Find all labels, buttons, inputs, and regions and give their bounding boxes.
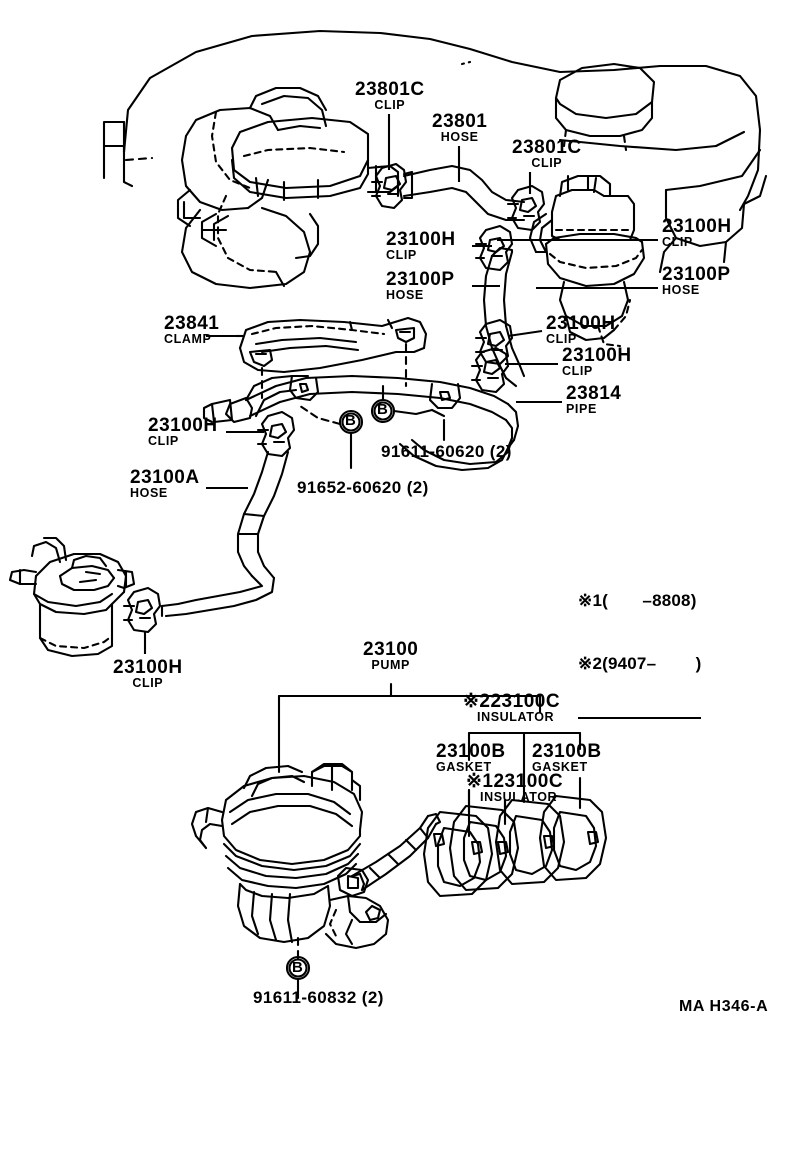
label-clip-23100h-filter: 23100H CLIP xyxy=(113,658,183,690)
part-name: CLIP xyxy=(132,676,164,690)
bolt-code-91611-60620: 91611-60620 (2) xyxy=(381,442,512,461)
part-name: CLIP xyxy=(562,364,593,378)
part-name: CLIP xyxy=(148,434,179,448)
label-clip-23801c-right: 23801C CLIP xyxy=(512,138,582,170)
part-name: GASKET xyxy=(436,760,492,774)
note-line-2: ※2(9407– ) xyxy=(578,654,702,673)
part-number: 23100H xyxy=(113,657,183,678)
label-gasket-left: 23100B GASKET xyxy=(436,742,506,774)
part-name: CLIP xyxy=(374,98,406,112)
part-number: 23100H xyxy=(562,345,632,366)
part-name: CLIP xyxy=(386,248,417,262)
part-name: GASKET xyxy=(532,760,588,774)
part-name: CLIP xyxy=(531,156,563,170)
part-number: ※223100C xyxy=(463,691,561,712)
part-number: 23801C xyxy=(355,79,425,100)
bolt-marker-letter: B xyxy=(292,959,304,976)
part-number: 23100H xyxy=(546,313,616,334)
label-hose-23100p-left: 23100P HOSE xyxy=(386,270,455,302)
label-clip-23100h-mid2: 23100H CLIP xyxy=(562,346,632,378)
part-name: PIPE xyxy=(566,402,597,416)
part-number: 23801C xyxy=(512,137,582,158)
part-name: PUMP xyxy=(371,658,410,672)
label-clamp-23841: 23841 CLAMP xyxy=(164,314,219,346)
part-number: 23100P xyxy=(386,269,455,290)
part-number: 23100H xyxy=(662,216,732,237)
label-hose-23801: 23801 HOSE xyxy=(432,112,487,144)
label-clip-23100h-mid-left: 23100H CLIP xyxy=(386,230,456,262)
label-clip-23801c-left: 23801C CLIP xyxy=(355,80,425,112)
part-name: INSULATOR xyxy=(480,790,558,804)
label-insulator-upper: ※223100C INSULATOR xyxy=(463,692,560,724)
label-pump-23100: 23100 PUMP xyxy=(363,640,418,672)
label-hose-23100a: 23100A HOSE xyxy=(130,468,200,500)
part-name: HOSE xyxy=(440,130,479,144)
part-number: 23100B xyxy=(532,741,602,762)
part-number: 23801 xyxy=(432,111,488,132)
part-name: CLAMP xyxy=(164,332,212,346)
part-number: 23100H xyxy=(148,415,218,436)
part-number: 23841 xyxy=(164,313,220,334)
part-name: HOSE xyxy=(130,486,168,500)
label-insulator-lower: ※123100C INSULATOR xyxy=(466,772,563,804)
part-number: 23100H xyxy=(386,229,456,250)
label-clip-23100h-top-right: 23100H CLIP xyxy=(662,217,732,249)
part-name: CLIP xyxy=(662,235,693,249)
part-number: 23814 xyxy=(566,383,622,404)
note-box: ※1( –8808) ※2(9407– ) xyxy=(578,548,702,719)
label-hose-23100p-right: 23100P HOSE xyxy=(662,265,731,297)
bolt-code-91611-60832: 91611-60832 (2) xyxy=(253,988,384,1007)
bolt-marker-letter: B xyxy=(377,401,389,418)
part-number: ※123100C xyxy=(466,771,564,792)
part-name: HOSE xyxy=(386,288,424,302)
bolt-marker-letter: B xyxy=(345,412,357,429)
label-clip-23100h-mid1: 23100H CLIP xyxy=(546,314,616,346)
bolt-code-91652: 91652-60620 (2) xyxy=(297,478,429,497)
part-name: HOSE xyxy=(662,283,700,297)
label-gasket-right: 23100B GASKET xyxy=(532,742,602,774)
note-line-1: ※1( –8808) xyxy=(578,591,697,610)
part-number: 23100B xyxy=(436,741,506,762)
part-number: 23100A xyxy=(130,467,200,488)
part-number: 23100 xyxy=(363,639,419,660)
label-pipe-23814: 23814 PIPE xyxy=(566,384,621,416)
diagram-code: MA H346-A xyxy=(679,998,769,1015)
label-clip-23100h-left: 23100H CLIP xyxy=(148,416,218,448)
part-number: 23100P xyxy=(662,264,731,285)
part-name: INSULATOR xyxy=(477,710,555,724)
part-name: CLIP xyxy=(546,332,577,346)
